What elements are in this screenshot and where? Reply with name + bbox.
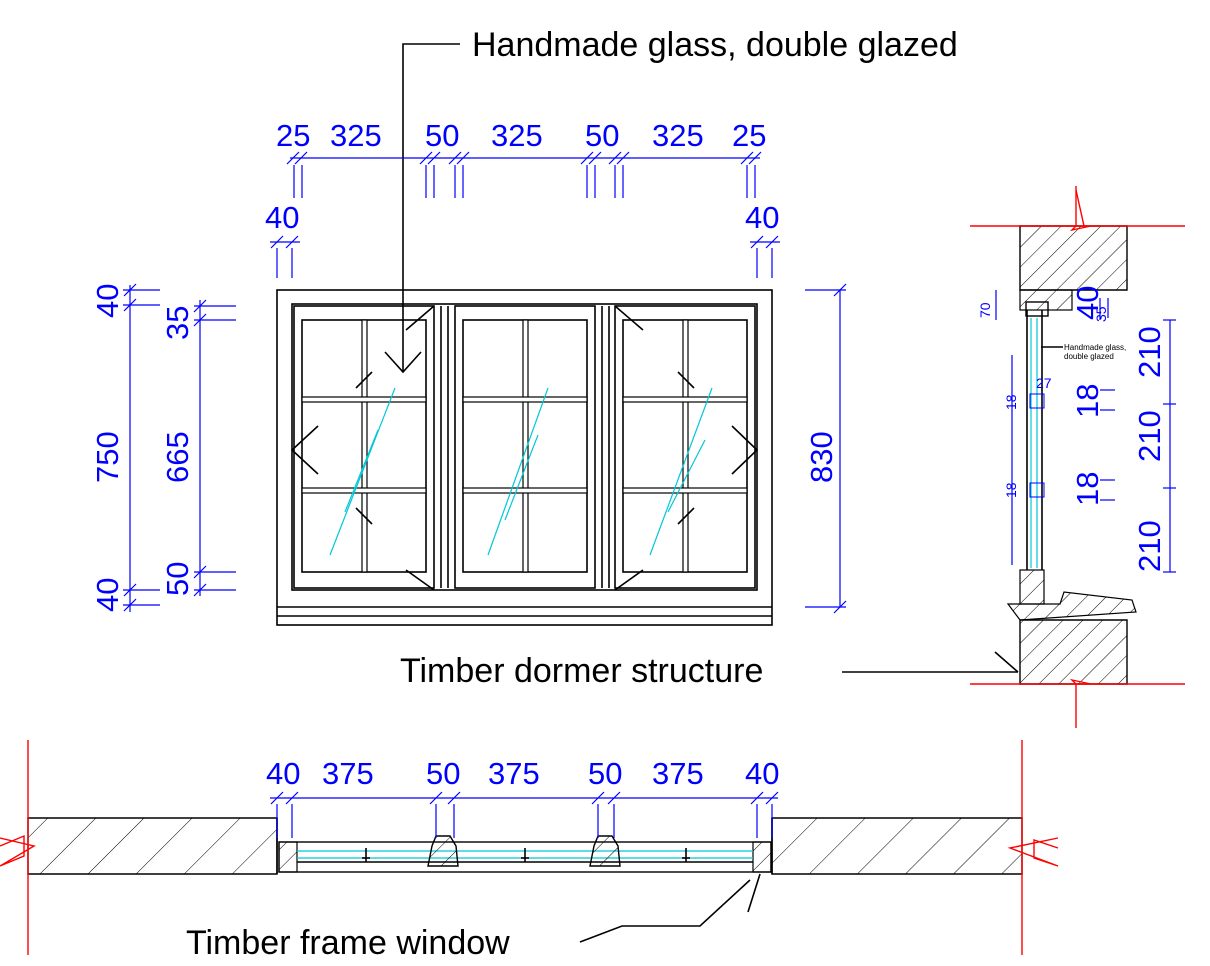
dim-top-2: 325 (330, 118, 382, 153)
dim-left-inner-1: 35 (160, 306, 195, 340)
dim-top-1: 25 (276, 118, 310, 153)
sill (1006, 591, 1137, 621)
dim-left-outer-1: 40 (90, 284, 125, 318)
plan-dim-7: 40 (745, 756, 779, 791)
section-dim-40: 40 (1070, 286, 1105, 320)
plan-wall-right (771, 817, 1023, 875)
plan-break-lines (0, 740, 1059, 955)
section-dim-18b: 18 (1003, 482, 1019, 498)
head-wall (1019, 225, 1128, 291)
plan-dim-2: 375 (322, 756, 374, 791)
dim-second-right: 40 (745, 200, 779, 235)
window-elevation: Handmade glass, double glazed (276, 26, 958, 626)
dim-left-outer-3: 40 (90, 578, 125, 612)
dim-left-inner-3: 50 (160, 562, 195, 596)
section-dim-27: 27 (1036, 375, 1052, 391)
section-dim-big-18a: 18 (1070, 384, 1105, 418)
dim-left-inner-2: 665 (160, 431, 195, 483)
glazing-bars (301, 319, 748, 573)
plan-dim-6: 375 (652, 756, 704, 791)
section-dim-35: 35 (1093, 306, 1109, 322)
glass-reflections (329, 387, 713, 556)
head-lintel (1019, 289, 1073, 311)
plan-wall-left (27, 817, 278, 875)
window-plan: 40 375 50 375 50 375 40 Timber frame win… (0, 740, 1059, 962)
section-dim-big-18b: 18 (1070, 472, 1105, 506)
dim-top-4: 325 (491, 118, 543, 153)
dim-top-7: 25 (732, 118, 766, 153)
section-dim-210-3: 210 (1132, 520, 1167, 572)
section-dim-70: 70 (977, 302, 993, 318)
plan-mullion-1 (427, 835, 459, 867)
dim-top-5: 50 (585, 118, 619, 153)
window-section: Handmade glass, double glazed 70 35 27 1… (400, 186, 1185, 728)
plan-dim-3: 50 (426, 756, 460, 791)
bottom-rail (1019, 569, 1045, 605)
section-break-lines (970, 186, 1185, 728)
elevation-dimensions: 25 325 50 325 50 325 25 40 40 40 750 40 (90, 118, 847, 614)
frame-label: Timber frame window (186, 924, 510, 962)
section-glazing (1025, 301, 1049, 570)
dim-second-left: 40 (265, 200, 299, 235)
plan-dim-1: 40 (266, 756, 300, 791)
plan-dim-5: 50 (588, 756, 622, 791)
plan-mullion-2 (589, 835, 621, 867)
dim-right-830: 830 (804, 431, 839, 483)
section-dim-210-1: 210 (1132, 326, 1167, 378)
glass-label: Handmade glass, double glazed (472, 26, 958, 64)
glass-leader (384, 43, 460, 374)
plan-dim-4: 375 (488, 756, 540, 791)
dim-top-6: 325 (652, 118, 704, 153)
section-dim-18a: 18 (1003, 394, 1019, 410)
dormer-label: Timber dormer structure (400, 652, 763, 690)
dim-top-3: 50 (425, 118, 459, 153)
outer-frame (276, 289, 773, 626)
dim-left-outer-2: 750 (90, 431, 125, 483)
base-wall (1019, 619, 1128, 685)
section-glass-label-2: double glazed (1064, 352, 1114, 361)
inner-frame (291, 303, 758, 591)
section-dim-210-2: 210 (1132, 410, 1167, 462)
opening-marks (290, 305, 759, 591)
section-glass-label-1: Handmade glass, (1064, 343, 1126, 352)
